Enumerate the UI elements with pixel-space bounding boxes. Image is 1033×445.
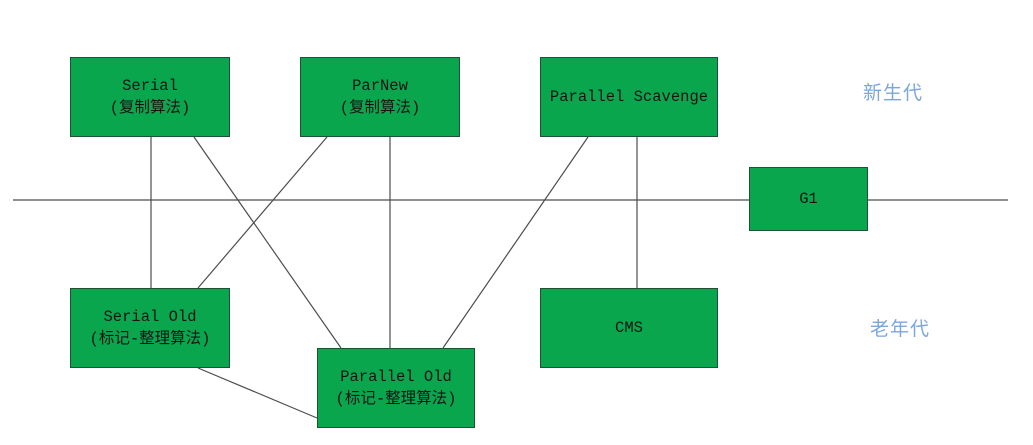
node-serial-old: Serial Old (标记-整理算法) [70, 288, 230, 368]
node-parnew-title: ParNew [352, 76, 408, 95]
region-label-old-generation: 老年代 [870, 319, 931, 340]
node-parallel-scavenge: Parallel Scavenge [540, 57, 718, 137]
node-cms: CMS [540, 288, 718, 368]
node-serial-subtitle: (复制算法) [109, 99, 191, 117]
edge-serial-parallelold [193, 136, 342, 349]
node-g1-title: G1 [799, 189, 818, 208]
node-g1: G1 [749, 167, 868, 231]
node-serial-old-title: Serial Old [103, 307, 197, 326]
edge-parnew-serialold [197, 136, 328, 289]
node-parnew: ParNew (复制算法) [300, 57, 460, 137]
edge-serialold-parallelold [197, 367, 318, 419]
node-parallel-old-subtitle: (标记-整理算法) [335, 390, 457, 408]
node-serial: Serial (复制算法) [70, 57, 230, 137]
region-label-young-generation: 新生代 [863, 83, 924, 104]
node-parallel-old-title: Parallel Old [340, 367, 452, 386]
node-serial-title: Serial [122, 76, 178, 95]
node-parallel-scavenge-title: Parallel Scavenge [549, 87, 709, 106]
node-parallel-old: Parallel Old (标记-整理算法) [317, 348, 475, 428]
node-cms-title: CMS [615, 318, 643, 337]
node-serial-old-subtitle: (标记-整理算法) [89, 330, 211, 348]
node-parnew-subtitle: (复制算法) [339, 99, 421, 117]
edge-pscavenge-parallelold [442, 136, 589, 349]
